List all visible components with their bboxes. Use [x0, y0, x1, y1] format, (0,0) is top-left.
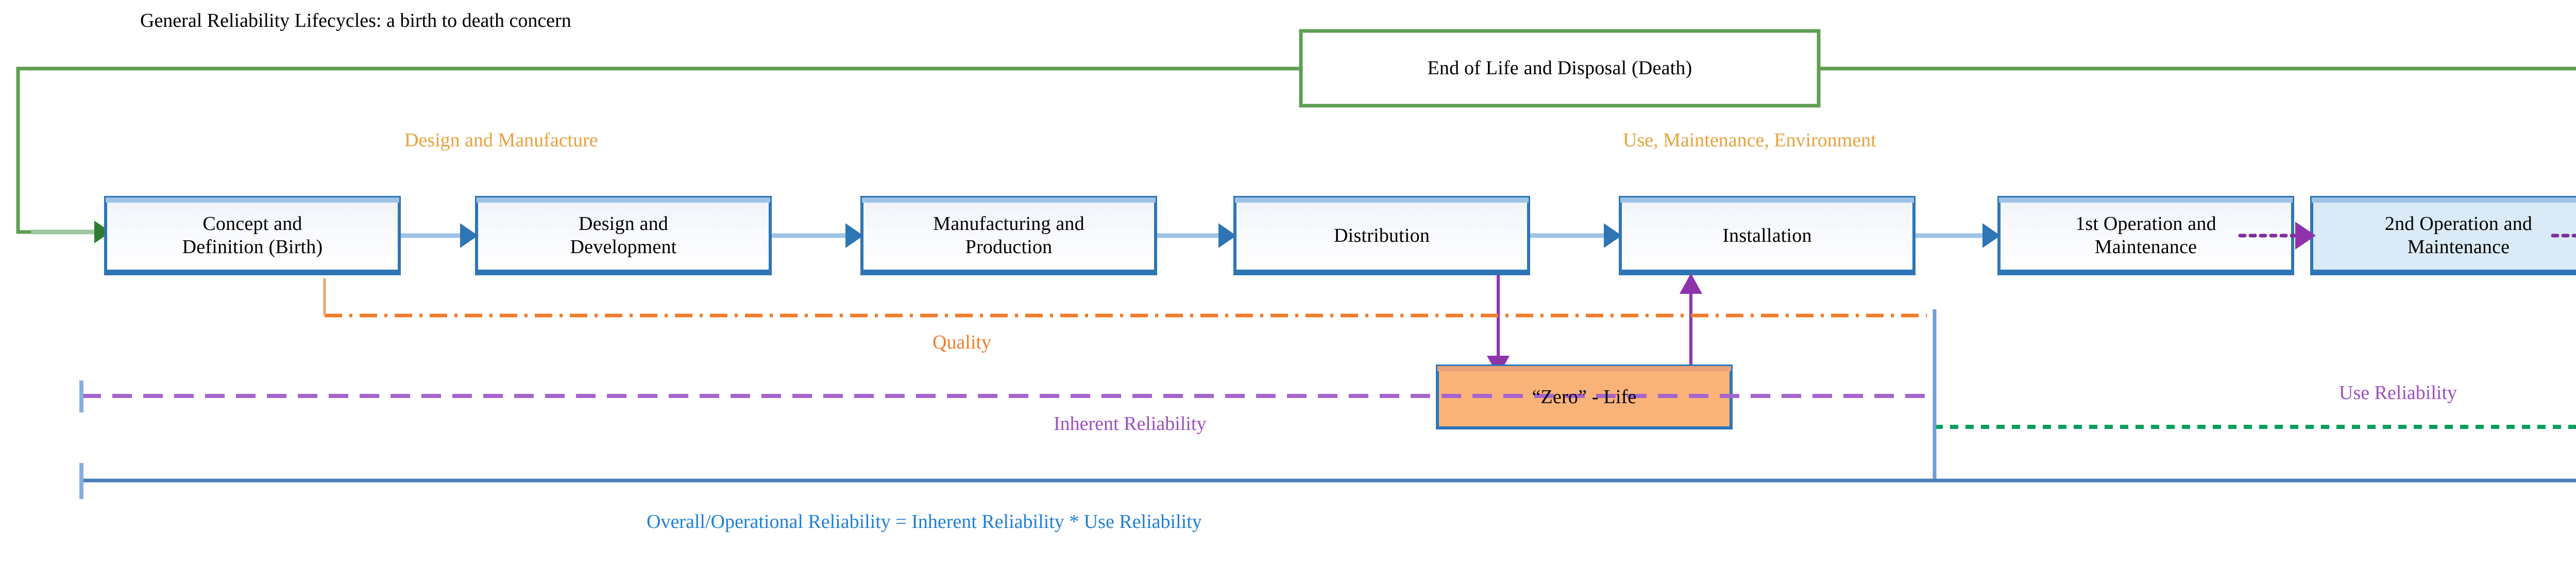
quality-span-line	[325, 313, 1927, 318]
annotation-overall-reliability: Overall/Operational Reliability = Inhere…	[647, 511, 1202, 533]
process-box-op2[interactable]	[2310, 196, 2576, 275]
process-box-design[interactable]	[475, 196, 772, 275]
arrow-op2-to-op3	[2551, 234, 2576, 238]
process-box-manufacturing[interactable]	[860, 196, 1157, 275]
end-of-life-box[interactable]	[1299, 29, 1821, 108]
annotation-use-maintenance-environment: Use, Maintenance, Environment	[1623, 129, 1876, 151]
process-box-distribution[interactable]	[1233, 196, 1530, 275]
process-box-concept[interactable]	[104, 196, 401, 275]
annotation-inherent-reliability: Inherent Reliability	[1054, 413, 1207, 435]
arrow-design-to-manufacturing	[772, 223, 863, 248]
process-box-installation[interactable]	[1619, 196, 1916, 275]
annotation-quality: Quality	[933, 331, 991, 353]
arrow-installation-to-op1	[1916, 223, 2001, 248]
annotation-use-reliability: Use Reliability	[2339, 382, 2458, 404]
arrow-zero-life-to-installation	[1680, 273, 1702, 366]
green-into-concept-arrow	[31, 221, 111, 243]
arrow-distribution-to-zero-life	[1487, 275, 1510, 376]
overall-span-line	[79, 463, 2576, 499]
arrow-op1-to-op2	[2238, 222, 2316, 250]
arrow-manufacturing-to-distribution	[1157, 223, 1236, 248]
inherent-span-line	[79, 309, 1937, 412]
annotation-design-and-manufacture: Design and Manufacture	[404, 129, 598, 151]
arrow-concept-to-design	[401, 223, 478, 248]
page-title: General Reliability Lifecycles: a birth …	[140, 10, 571, 31]
use-span-line	[1933, 407, 2576, 479]
arrow-distribution-to-installation	[1530, 223, 1622, 248]
